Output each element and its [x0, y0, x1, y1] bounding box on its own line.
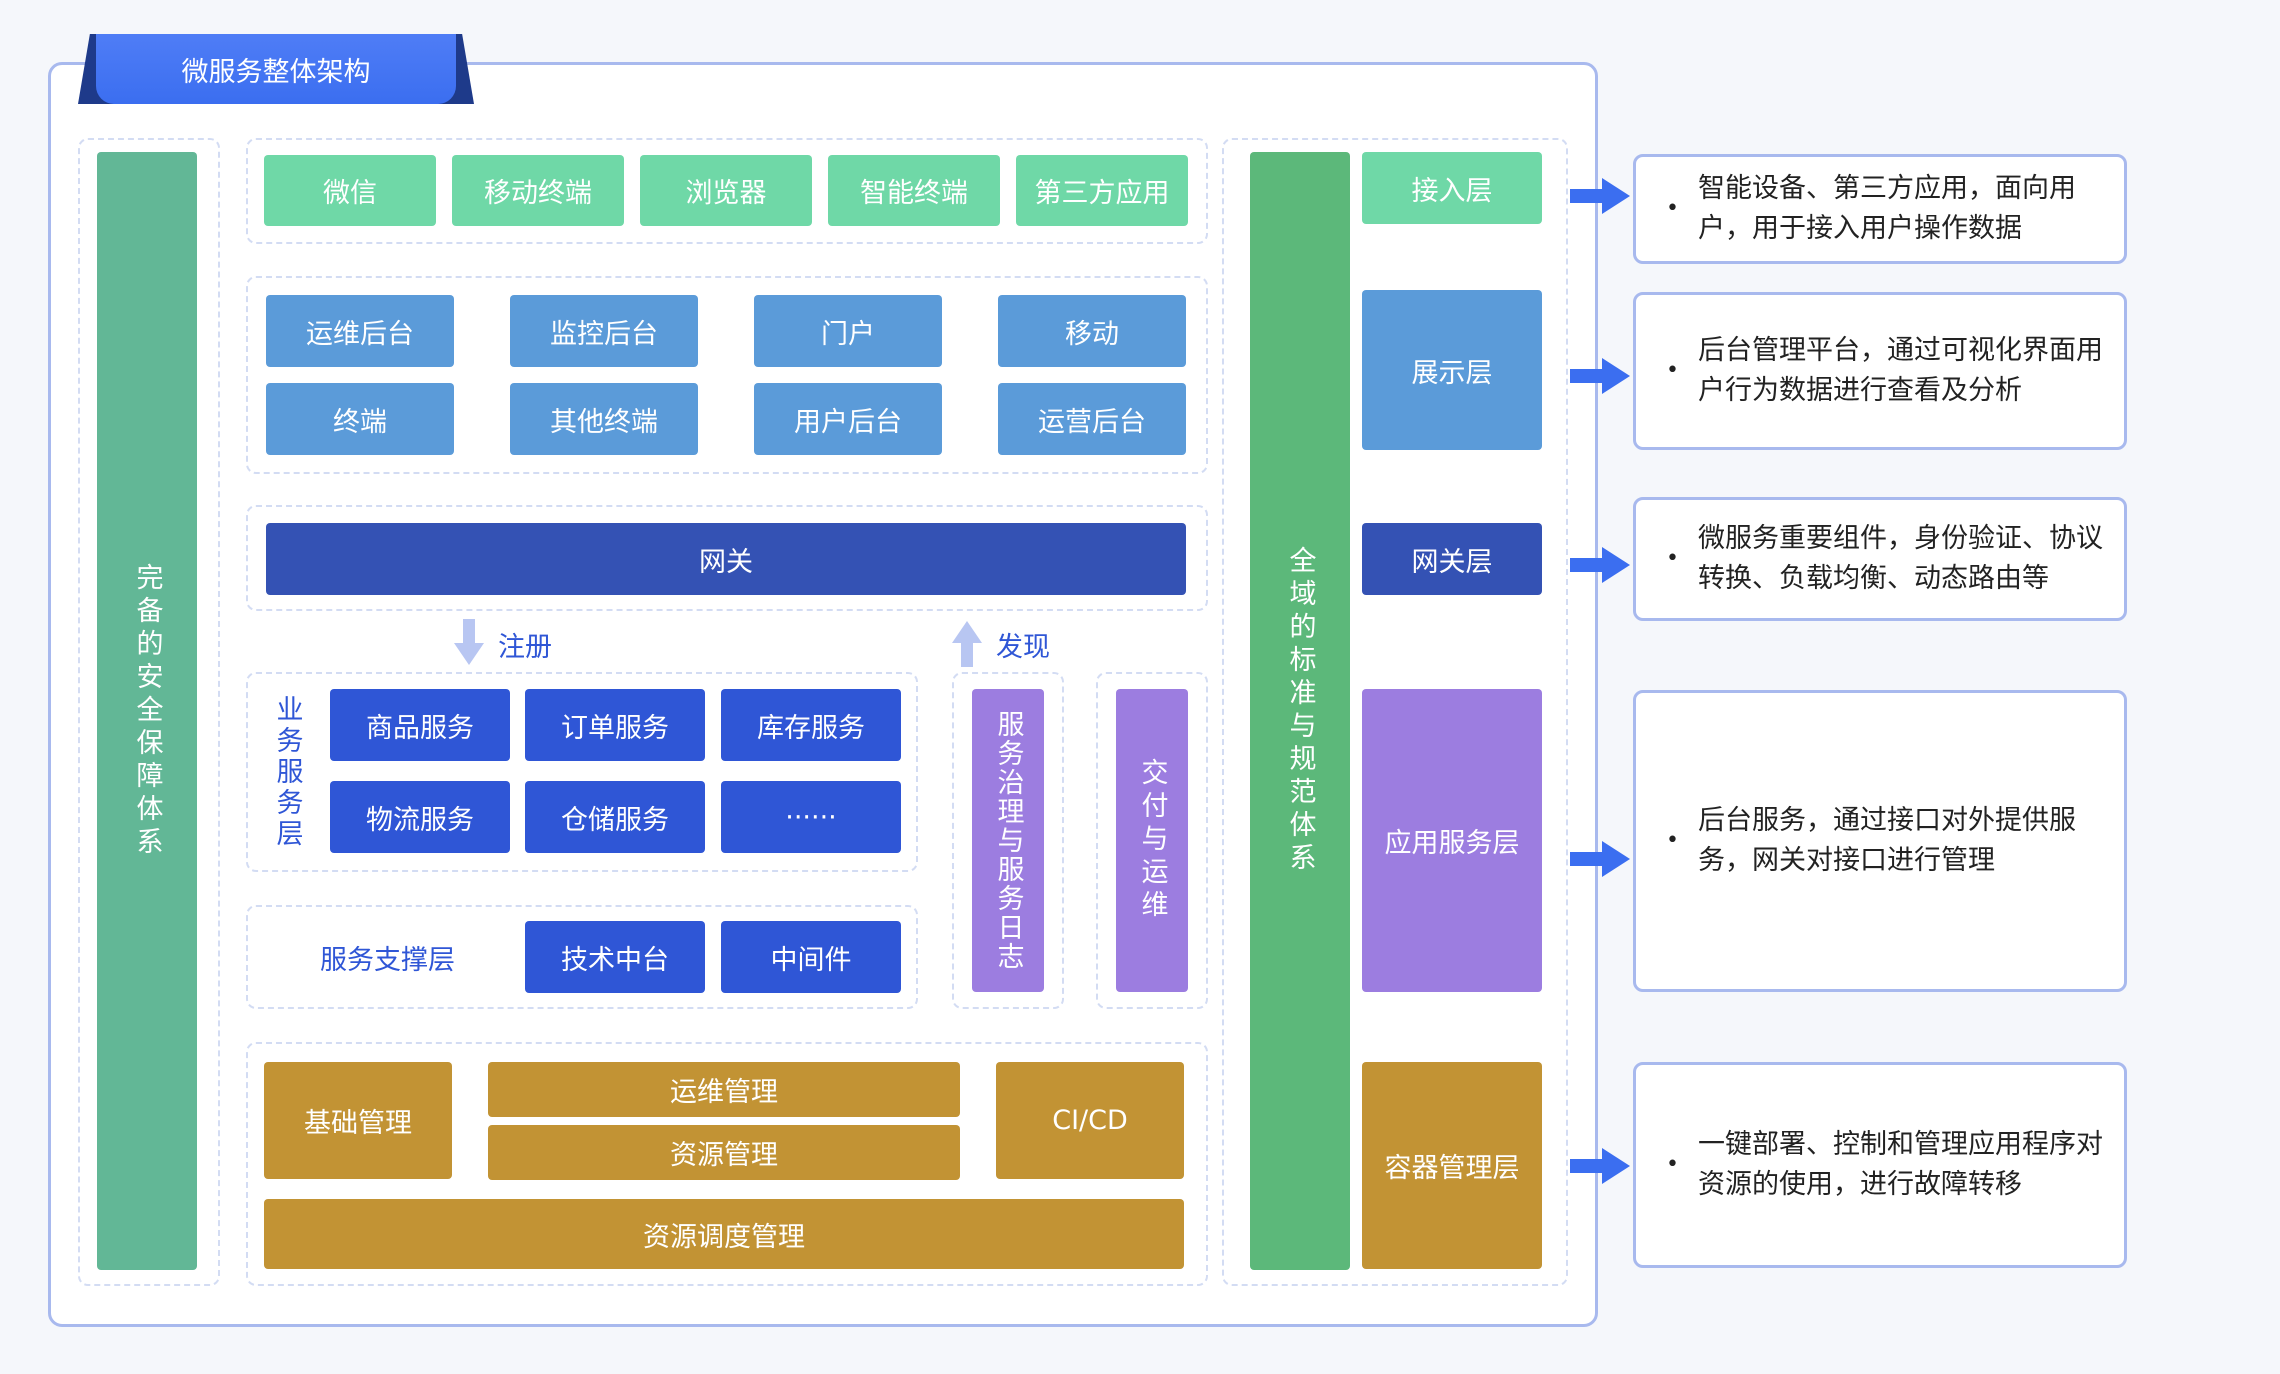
gateway-box: 网关 — [266, 523, 1186, 595]
discover-arrow-icon — [952, 621, 982, 667]
bullet-dot: • — [1666, 196, 1679, 221]
basic-management: 基础管理 — [264, 1062, 452, 1179]
service-more: ······ — [721, 781, 901, 853]
display-zone — [246, 276, 1208, 474]
business-layer-label: 业务服务层 — [271, 694, 303, 850]
support-layer-label: 服务支撑层 — [320, 944, 455, 976]
delivery-zone — [1096, 672, 1208, 1009]
display-item-terminal: 终端 — [266, 383, 454, 455]
service-warehouse: 仓储服务 — [525, 781, 705, 853]
register-label: 注册 — [498, 631, 552, 663]
service-inventory: 库存服务 — [721, 689, 901, 761]
layer-access: 接入层 — [1362, 152, 1542, 224]
governance-zone — [952, 672, 1064, 1009]
display-item-portal: 门户 — [754, 295, 942, 367]
delivery-and-ops: 交付与运维 — [1116, 689, 1188, 992]
register-arrow-icon — [454, 619, 484, 665]
display-item-monitor-admin: 监控后台 — [510, 295, 698, 367]
ci-cd: CI/CD — [996, 1062, 1184, 1179]
security-zone — [78, 138, 220, 1286]
arrow-right-icon — [1570, 358, 1630, 394]
gateway-zone — [246, 505, 1208, 611]
description-text: 后台管理平台，通过可视化界面用户行为数据进行查看及分析 — [1698, 335, 2103, 406]
description-text: 智能设备、第三方应用，面向用户，用于接入用户操作数据 — [1698, 173, 2076, 244]
display-item-user-admin: 用户后台 — [754, 383, 942, 455]
bullet-dot: • — [1666, 546, 1679, 571]
ops-management: 运维管理 — [488, 1062, 960, 1117]
layer-display: 展示层 — [1362, 290, 1542, 450]
display-item-operation-admin: 运营后台 — [998, 383, 1186, 455]
description-text: 微服务重要组件，身份验证、协议转换、负载均衡、动态路由等 — [1698, 523, 2103, 594]
standards-system: 全域的标准与规范体系 — [1250, 152, 1350, 1270]
support-middleware: 中间件 — [721, 921, 901, 993]
layer-container: 容器管理层 — [1362, 1062, 1542, 1269]
arrow-right-icon — [1570, 841, 1630, 877]
access-zone — [246, 138, 1208, 244]
description-access: • 智能设备、第三方应用，面向用户，用于接入用户操作数据 — [1633, 154, 2127, 264]
description-application: • 后台服务，通过接口对外提供服务，网关对接口进行管理 — [1633, 690, 2127, 992]
arrow-right-icon — [1570, 547, 1630, 583]
business-zone — [246, 672, 918, 872]
support-tech-platform: 技术中台 — [525, 921, 705, 993]
display-item-mobile: 移动 — [998, 295, 1186, 367]
discover-label: 发现 — [996, 631, 1050, 663]
access-item-third-party: 第三方应用 — [1016, 155, 1188, 226]
container-zone — [246, 1042, 1208, 1286]
description-text: 一键部署、控制和管理应用程序对资源的使用，进行故障转移 — [1698, 1129, 2103, 1200]
service-product: 商品服务 — [330, 689, 510, 761]
layer-application: 应用服务层 — [1362, 689, 1542, 992]
description-display: • 后台管理平台，通过可视化界面用户行为数据进行查看及分析 — [1633, 292, 2127, 450]
display-item-other-terminal: 其他终端 — [510, 383, 698, 455]
access-item-browser: 浏览器 — [640, 155, 812, 226]
service-order: 订单服务 — [525, 689, 705, 761]
arrow-right-icon — [1570, 178, 1630, 214]
bullet-dot: • — [1666, 1152, 1679, 1177]
description-gateway: • 微服务重要组件，身份验证、协议转换、负载均衡、动态路由等 — [1633, 497, 2127, 621]
arrow-right-icon — [1570, 1148, 1630, 1184]
description-text: 后台服务，通过接口对外提供服务，网关对接口进行管理 — [1698, 805, 2076, 876]
description-container: • 一键部署、控制和管理应用程序对资源的使用，进行故障转移 — [1633, 1062, 2127, 1268]
support-zone — [246, 905, 918, 1009]
security-system: 完备的安全保障体系 — [97, 152, 197, 1270]
diagram-title: 微服务整体架构 — [96, 34, 456, 104]
access-item-mobile: 移动终端 — [452, 155, 624, 226]
service-governance-log: 服务治理与服务日志 — [972, 689, 1044, 992]
resource-management: 资源管理 — [488, 1125, 960, 1180]
access-item-wechat: 微信 — [264, 155, 436, 226]
bullet-dot: • — [1666, 828, 1679, 853]
service-logistics: 物流服务 — [330, 781, 510, 853]
resource-scheduling: 资源调度管理 — [264, 1199, 1184, 1269]
access-item-smart-terminal: 智能终端 — [828, 155, 1000, 226]
layer-gateway: 网关层 — [1362, 523, 1542, 595]
standards-zone — [1222, 138, 1568, 1286]
display-item-ops-admin: 运维后台 — [266, 295, 454, 367]
bullet-dot: • — [1666, 358, 1679, 383]
